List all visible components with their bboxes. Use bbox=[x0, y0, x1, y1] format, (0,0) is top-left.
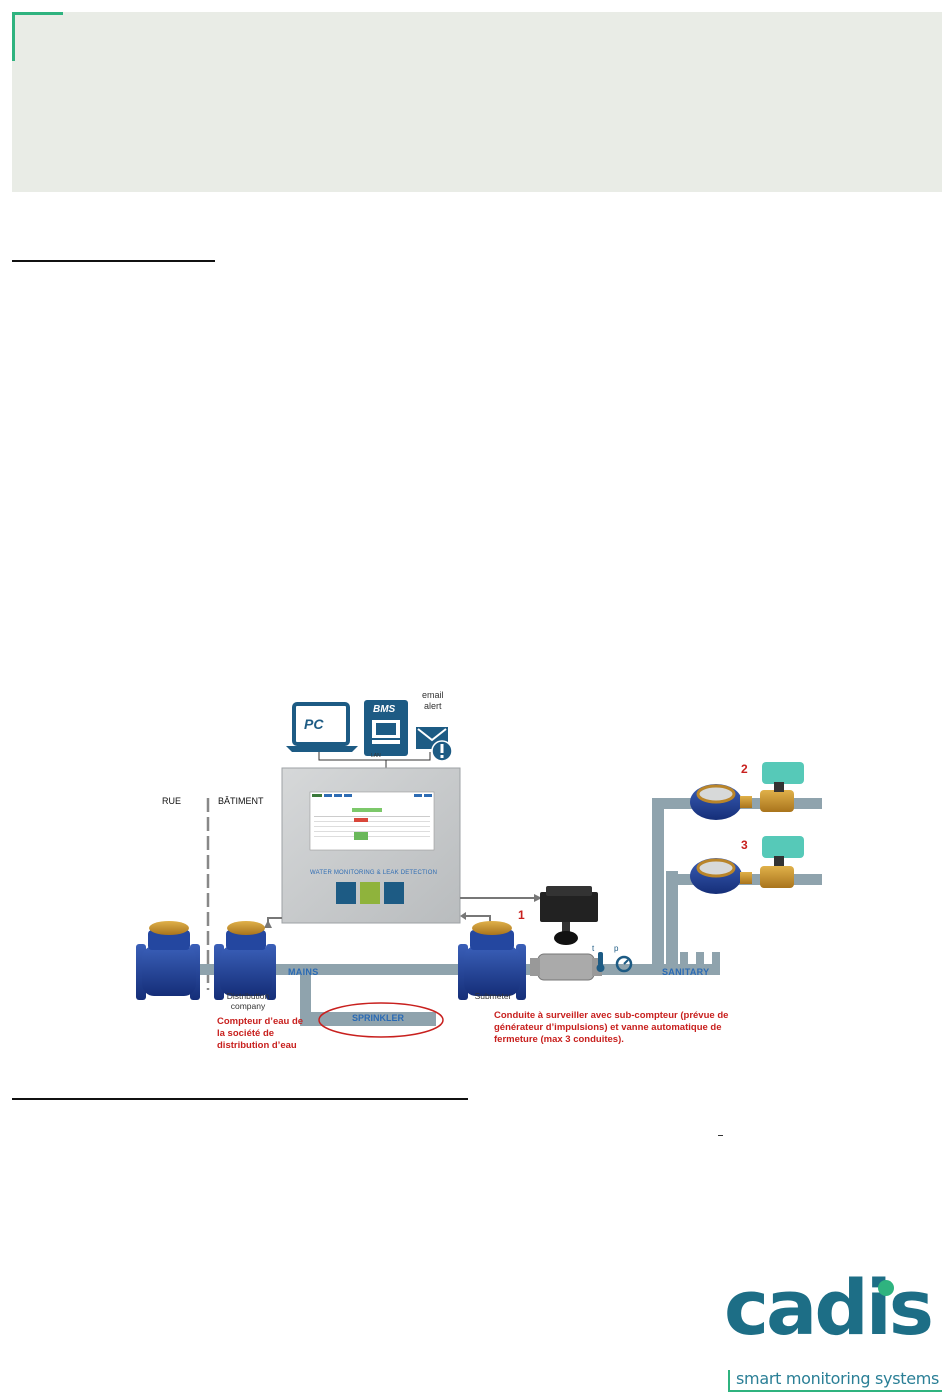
pipe-label-sanitary: SANITARY bbox=[662, 967, 710, 977]
bms-label: BMS bbox=[373, 704, 396, 715]
actuator-3 bbox=[762, 836, 804, 858]
sprinkler-pipe bbox=[300, 1012, 436, 1026]
pc-icon bbox=[286, 702, 358, 752]
email-label: email bbox=[422, 690, 444, 700]
sanitary-stub-2 bbox=[696, 952, 704, 966]
conduit-number-1: 1 bbox=[518, 908, 525, 922]
pressure-sensor-icon bbox=[615, 955, 633, 973]
section-rule-2 bbox=[12, 1098, 468, 1100]
riser-pipe-1 bbox=[652, 802, 664, 972]
meter-label-submeter: Submeter bbox=[474, 991, 512, 1001]
mains-pipe bbox=[140, 964, 720, 975]
zone-label-building: BÂTIMENT bbox=[218, 796, 264, 806]
automatic-valve-1 bbox=[530, 886, 602, 981]
pipe-label-mains: MAINS bbox=[288, 967, 319, 977]
panel-screen-content bbox=[312, 794, 432, 840]
cadis-logo-dot bbox=[878, 1280, 894, 1296]
bms-icon bbox=[364, 700, 408, 756]
conduit-number-2: 2 bbox=[741, 762, 748, 776]
riser-pipe-2 bbox=[666, 871, 678, 971]
sanitary-stub-3 bbox=[712, 952, 720, 972]
panel-title: WATER MONITORING & LEAK DETECTION bbox=[310, 870, 438, 876]
pc-label: PC bbox=[304, 716, 324, 732]
diagram-graphics bbox=[136, 700, 822, 1038]
conduit-number-3: 3 bbox=[741, 838, 748, 852]
lan-connector-line bbox=[318, 752, 431, 761]
alert-label: alert bbox=[424, 701, 442, 711]
note-submeter: Conduite à surveiller avec sub-compteur … bbox=[494, 1010, 729, 1045]
panel-button-blue-right bbox=[384, 882, 404, 904]
pipe-label-sprinkler: SPRINKLER bbox=[352, 1013, 405, 1023]
sensor-label-p: p bbox=[614, 944, 619, 953]
sprinkler-highlight-ellipse bbox=[318, 1002, 444, 1038]
sensor-label-t: t bbox=[592, 944, 595, 953]
sub-meter-3 bbox=[690, 836, 804, 894]
header-band bbox=[12, 12, 942, 192]
street-meter bbox=[136, 921, 200, 1000]
stray-dash bbox=[718, 1135, 723, 1136]
temperature-sensor-icon bbox=[596, 952, 605, 972]
distribution-meter bbox=[214, 921, 276, 1000]
submeter-meter bbox=[458, 921, 526, 1000]
header-corner-accent-vertical bbox=[12, 12, 15, 61]
lan-label: LAN bbox=[371, 753, 381, 759]
email-alert-icon bbox=[416, 727, 453, 762]
sanitary-stub-1 bbox=[680, 952, 688, 966]
sub-meter-2 bbox=[690, 762, 804, 820]
header-corner-accent-horizontal bbox=[12, 12, 63, 15]
note-distribution: Compteur d’eau de la société de distribu… bbox=[217, 1016, 304, 1051]
zone-label-street: RUE bbox=[162, 796, 182, 806]
cadis-tagline: smart monitoring systems bbox=[728, 1370, 942, 1392]
cadis-logo: cadis bbox=[724, 1263, 934, 1352]
panel-button-blue-left bbox=[336, 882, 356, 904]
section-rule-1 bbox=[12, 260, 215, 262]
sprinkler-drop-pipe bbox=[300, 975, 311, 1017]
panel-button-green bbox=[360, 882, 380, 904]
water-monitoring-diagram: RUE BÂTIMENT PC BMS email alert LAN WATE… bbox=[0, 690, 950, 1070]
actuator-2 bbox=[762, 762, 804, 784]
meter-label-distribution: Distribution company bbox=[226, 991, 270, 1011]
